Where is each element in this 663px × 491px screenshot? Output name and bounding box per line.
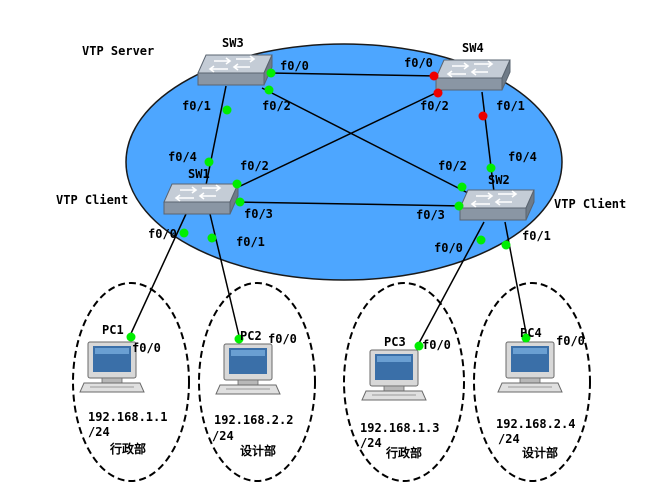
port-label-pc3-f0-0: f0/0: [422, 338, 451, 352]
port-dot-sw1-f0-1: [207, 233, 217, 243]
pc2-name: PC2: [240, 329, 262, 343]
port-label-sw3-f0-2: f0/2: [262, 99, 291, 113]
pc3-group-ellipse: [343, 282, 465, 482]
pc2-ip: 192.168.2.2: [214, 413, 293, 427]
port-dot-pc4-f0-0: [521, 333, 531, 343]
port-dot-sw1-f0-2: [232, 179, 242, 189]
port-label-sw2-f0-4: f0/4: [508, 150, 537, 164]
port-label-pc2-f0-0: f0/0: [268, 332, 297, 346]
pc1-mask: /24: [88, 425, 110, 439]
port-dot-sw2-f0-1: [501, 240, 511, 250]
port-dot-pc2-f0-0: [234, 334, 244, 344]
pc3-ip: 192.168.1.3: [360, 421, 439, 435]
switch-sw3[interactable]: [197, 54, 273, 86]
port-dot-sw3-f0-0: [266, 68, 276, 78]
port-label-sw2-f0-2: f0/2: [438, 159, 467, 173]
pc3-name: PC3: [384, 335, 406, 349]
port-label-sw1-f0-3: f0/3: [244, 207, 273, 221]
port-label-sw2-f0-3: f0/3: [416, 208, 445, 222]
link-sw3-sw4[interactable]: [269, 72, 439, 77]
port-label-sw2-f0-1: f0/1: [522, 229, 551, 243]
port-label-sw1-f0-0: f0/0: [148, 227, 177, 241]
link-sw4-sw1[interactable]: [231, 89, 443, 191]
link-sw3-sw1[interactable]: [204, 85, 227, 191]
port-label-pc1-f0-0: f0/0: [132, 341, 161, 355]
port-label-sw1-f0-2: f0/2: [240, 159, 269, 173]
port-dot-sw1-f0-4: [204, 157, 214, 167]
switch-sw3-name: SW3: [222, 36, 244, 50]
vtp-domain-cloud: [125, 43, 563, 281]
port-dot-sw2-f0-3: [454, 201, 464, 211]
link-sw1-pc1[interactable]: [127, 213, 187, 341]
port-dot-sw2-f0-4: [486, 163, 496, 173]
pc3-mask: /24: [360, 436, 382, 450]
port-dot-sw4-f0-0: [429, 71, 439, 81]
pc1-group-ellipse: [72, 282, 190, 482]
port-status-dots: [126, 68, 531, 351]
port-label-sw3-f0-1: f0/1: [182, 99, 211, 113]
port-dot-sw2-f0-2: [457, 182, 467, 192]
port-dot-sw4-f0-1: [478, 111, 488, 121]
vtp-server-label: VTP Server: [82, 44, 154, 58]
link-sw1-sw2[interactable]: [235, 201, 465, 207]
link-sw3-sw2[interactable]: [261, 87, 469, 194]
pc1-name: PC1: [102, 323, 124, 337]
port-label-sw4-f0-1: f0/1: [496, 99, 525, 113]
pc4-group-ellipse: [473, 282, 591, 482]
pc4-department: 设计部: [522, 445, 558, 460]
port-label-sw4-f0-0: f0/0: [404, 56, 433, 70]
vtp-client-right-label: VTP Client: [554, 197, 626, 211]
port-label-sw1-f0-1: f0/1: [236, 235, 265, 249]
pc4-name: PC4: [520, 326, 542, 340]
link-sw4-sw2[interactable]: [481, 91, 495, 193]
pc4-mask: /24: [498, 432, 520, 446]
pc4-computer-icon[interactable]: [497, 341, 563, 393]
port-dot-sw3-f0-2: [264, 85, 274, 95]
switch-sw2-name: SW2: [488, 173, 510, 187]
port-dot-pc3-f0-0: [414, 341, 424, 351]
pc3-computer-icon[interactable]: [361, 349, 427, 401]
pc1-department: 行政部: [109, 441, 146, 456]
pc1-ip: 192.168.1.1: [88, 410, 167, 424]
switch-sw4[interactable]: [435, 59, 511, 91]
port-dot-sw3-f0-1: [222, 105, 232, 115]
pc2-group-ellipse: [198, 282, 316, 482]
link-sw2-pc3[interactable]: [417, 221, 485, 346]
switch-sw4-name: SW4: [462, 41, 484, 55]
switch-sw2[interactable]: [459, 189, 535, 221]
pc2-computer-icon[interactable]: [215, 343, 281, 395]
port-dot-pc1-f0-0: [126, 332, 136, 342]
links: [127, 72, 528, 346]
port-dot-sw1-f0-3: [235, 197, 245, 207]
port-dot-sw4-f0-2: [433, 88, 443, 98]
link-sw2-pc4[interactable]: [504, 221, 528, 339]
port-label-sw2-f0-0: f0/0: [434, 241, 463, 255]
port-dot-sw2-f0-0: [476, 235, 486, 245]
switch-sw1-name: SW1: [188, 167, 210, 181]
port-label-sw4-f0-2: f0/2: [420, 99, 449, 113]
port-label-sw3-f0-0: f0/0: [280, 59, 309, 73]
pc4-ip: 192.168.2.4: [496, 417, 575, 431]
pc2-mask: /24: [212, 429, 234, 443]
pc3-department: 行政部: [385, 445, 422, 460]
port-label-sw1-f0-4: f0/4: [168, 150, 197, 164]
vtp-client-left-label: VTP Client: [56, 193, 128, 207]
switch-sw1[interactable]: [163, 183, 239, 215]
port-dot-sw1-f0-0: [179, 228, 189, 238]
pc2-department: 设计部: [240, 443, 276, 458]
port-label-pc4-f0-0: f0/0: [556, 334, 585, 348]
